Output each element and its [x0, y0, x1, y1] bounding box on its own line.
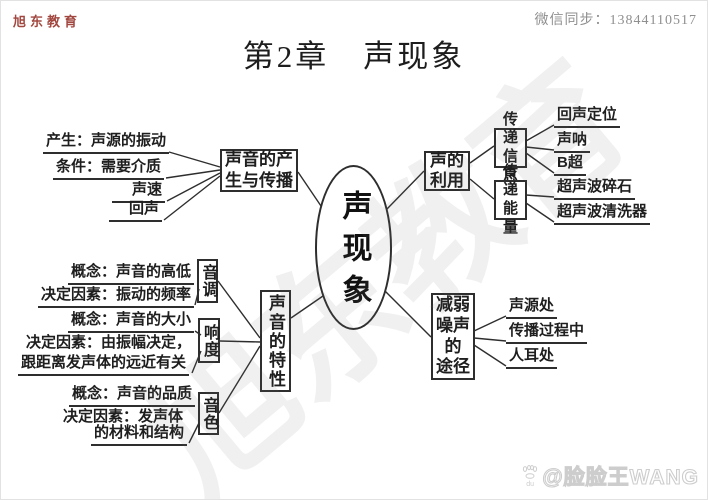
leaf-production-origin: 产生：声源的振动: [42, 132, 169, 154]
connector-line: [165, 169, 221, 179]
connector-line: [473, 337, 507, 342]
connector-line: [525, 146, 555, 151]
connector-line: [386, 170, 425, 210]
connector-line: [384, 290, 432, 338]
leaf-loudness-factor-line1: 决定因素：由振幅决定，: [25, 334, 191, 351]
connector-line: [163, 175, 221, 221]
connector-line: [219, 340, 261, 343]
leaf-noise-path: 传播过程中: [506, 322, 588, 344]
branch-box-noise-reduction: 减弱 噪声 的 途径: [431, 293, 475, 380]
branch-box-production: 声音的产 生与传播: [220, 149, 298, 192]
paw-logo-icon: du: [521, 464, 539, 488]
branch-box-utilization: 声的 利用: [424, 151, 470, 191]
credit-watermark: du @脸脸王WANG: [521, 461, 699, 491]
leaf-production-echo: 回声: [108, 200, 162, 222]
connector-line: [525, 124, 555, 142]
credit-watermark-text: @脸脸王WANG: [542, 465, 699, 489]
connector-line: [297, 171, 322, 207]
root-node: 声现象: [315, 165, 392, 330]
leaf-timbre-concept: 概念：声音的品质: [68, 385, 195, 407]
leaf-echolocation: 回声定位: [554, 106, 621, 128]
leaf-ultrasonic-lithotripsy: 超声波碎石: [554, 178, 636, 200]
branch-box-characteristics: 声音的特性: [260, 290, 291, 392]
connector-line: [217, 280, 261, 339]
leaf-loudness-concept: 概念：声音的大小: [67, 311, 194, 333]
connector-line: [473, 315, 507, 332]
wechat-contact: 微信同步：13844110517: [534, 13, 697, 28]
connector-line: [525, 152, 555, 174]
leaf-pitch-factor: 决定因素：振动的频率: [37, 286, 194, 308]
connector-line: [525, 202, 555, 223]
leaf-production-condition: 条件：需要介质: [52, 158, 164, 180]
leaf-timbre-factor-line1: 决定因素：发声体: [62, 408, 183, 425]
leaf-loudness-factor-line2: 跟距离发声体的远近有关: [17, 354, 189, 376]
paw-logo-text: du: [526, 480, 535, 488]
leaf-timbre-factor-line2: 的材料和结构: [90, 424, 187, 446]
leaf-b-ultrasound: B超: [554, 154, 586, 176]
leaf-ultrasonic-cleaner: 超声波清洗器: [554, 203, 651, 225]
leaf-noise-ear: 人耳处: [506, 347, 558, 369]
connector-line: [166, 172, 221, 202]
connector-line: [469, 178, 495, 200]
leaf-production-speed: 声速: [111, 181, 165, 203]
chapter-title: 第2章 声现象: [242, 39, 466, 74]
connector-line: [218, 345, 261, 414]
subbranch-box-loudness: 响度: [198, 318, 220, 363]
connector-line: [525, 194, 555, 198]
connector-line: [290, 295, 324, 319]
root-node-label: 声现象: [337, 189, 371, 316]
subbranch-box-transfer-energy: 传递 能量: [494, 163, 527, 236]
leaf-pitch-concept: 概念：声音的高低: [67, 263, 194, 285]
connector-line: [469, 145, 495, 164]
leaf-sonar: 声呐: [554, 131, 591, 153]
leaf-noise-source: 声源处: [506, 297, 558, 319]
subbranch-box-timbre: 音色: [198, 392, 219, 435]
brand-text: 旭东教育: [13, 14, 82, 29]
connector-line: [473, 344, 507, 367]
connector-line: [168, 151, 221, 168]
subbranch-box-pitch: 音调: [197, 259, 218, 303]
connector-line: [188, 422, 200, 444]
